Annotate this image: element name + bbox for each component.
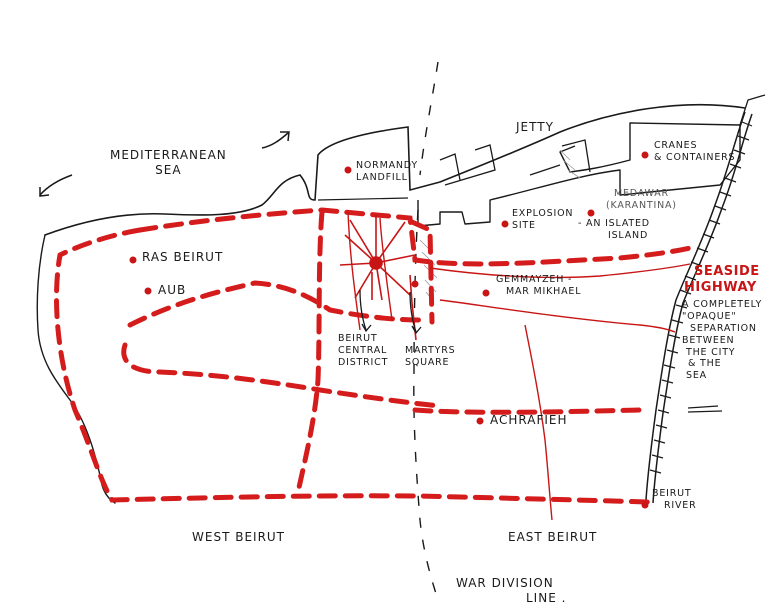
road-west-vertical [295,209,325,495]
port-jetty-outline [417,122,741,227]
label-aub: AUB [158,283,187,297]
dot-explosion [501,220,509,228]
label-mediterranean-sea: MEDITERRANEAN SEA [110,148,227,178]
label-separation-note: A COMPLETELY "OPAQUE" SEPARATION BETWEEN… [682,299,762,382]
label-river-line1: BEIRUT [652,488,692,499]
label-normandy-landfill: NORMANDY LANDFILL [356,160,418,184]
label-note-line6: & THE [688,358,722,370]
location-dots [129,151,649,509]
road-bcd-east [409,219,435,325]
label-cranes-line2: & CONTAINERS [654,151,736,163]
label-medawar-line1: MEDAWAR [614,188,669,199]
coast-north-east [739,94,766,126]
road-network [54,207,693,505]
label-isolated-island: - AN ISLATED ISLAND [578,218,650,242]
pointer-arrows [359,289,422,335]
label-bcd-line2: CENTRAL [338,344,388,356]
label-ras-beirut: RAS BEIRUT [142,250,224,264]
railway-ties [649,121,753,474]
label-note-line5: THE CITY [686,346,736,358]
label-cranes: CRANES & CONTAINERS [654,140,735,164]
label-beirut-river: BEIRUT RIVER [652,488,697,512]
sea-arrows [39,131,290,197]
landfill-edge [317,197,409,201]
label-war-division-line: WAR DIVISION LINE . [456,576,566,606]
label-west-beirut: WEST BEIRUT [192,530,286,544]
dot-gemmayzeh [482,289,490,297]
dot-cranes [641,151,649,159]
dot-normandy [344,166,352,174]
label-bcd-line3: DISTRICT [338,356,389,368]
label-explosion-line2: SITE [512,219,536,231]
label-medawar: MEDAWAR (KARANTINA) [600,188,677,212]
label-gemmayzeh: GEMMAYZEH - MAR MIKHAEL [496,274,581,298]
label-sea-line1: MEDITERRANEAN [110,148,227,162]
label-east-beirut: EAST BEIRUT [508,530,598,544]
label-normandy-line1: NORMANDY [356,160,418,171]
road-inner-south [121,342,443,409]
label-seaside-line1: SEASIDE [694,264,760,279]
label-bcd: BEIRUT CENTRAL DISTRICT [338,333,388,369]
road-coast [137,207,693,267]
label-gemmayzeh-line1: GEMMAYZEH - [496,274,573,285]
label-normandy-line2: LANDFILL [356,171,408,183]
seaside-highway-line [645,111,746,501]
label-war-line1: WAR DIVISION [456,576,554,590]
label-medawar-line2: (KARANTINA) [606,199,677,211]
streets [347,211,691,521]
label-sea-line2: SEA [155,163,182,177]
label-river-line2: RIVER [664,499,697,511]
label-isolated-line1: - AN ISLATED [578,218,650,229]
dot-aub [144,287,152,295]
dot-martyrs [411,280,419,288]
sea-underline [687,405,723,413]
label-explosion-site: EXPLOSION SITE [512,208,573,232]
label-achrafieh: ACHRAFIEH [490,413,568,427]
dot-medawar [587,209,595,217]
label-war-line2: LINE . [526,591,567,605]
martyrs-square-radial [339,215,417,341]
label-note-line2: "OPAQUE" [682,310,737,322]
port-basins [439,139,591,186]
label-note-line7: SEA [686,370,707,382]
coastline-west [36,234,116,504]
label-isolated-line2: ISLAND [608,229,649,241]
coastline [44,103,746,236]
road-inner-loop [127,280,423,328]
label-martyrs-square: MARTYRS SQUARE [405,345,455,369]
label-cranes-line1: CRANES [654,140,698,151]
label-seaside-highway: SEASIDE HIGHWAY [684,264,760,297]
label-seaside-line2: HIGHWAY [684,280,757,296]
label-martyrs-line2: SQUARE [405,356,450,368]
label-note-line3: SEPARATION [690,322,757,334]
road-outer-west [54,227,651,505]
label-note-line4: BETWEEN [682,334,735,346]
label-gemmayzeh-line2: MAR MIKHAEL [506,285,582,297]
label-bcd-line1: BEIRUT [338,333,378,344]
label-martyrs-line1: MARTYRS [405,345,456,356]
dot-achrafieh [476,417,484,425]
dot-ras-beirut [129,256,137,264]
label-explosion-line1: EXPLOSION [512,208,574,219]
label-note-line1: A COMPLETELY [682,299,763,310]
road-east-south [412,407,643,415]
label-jetty: JETTY [516,120,554,134]
dot-beirut-river [641,501,649,509]
